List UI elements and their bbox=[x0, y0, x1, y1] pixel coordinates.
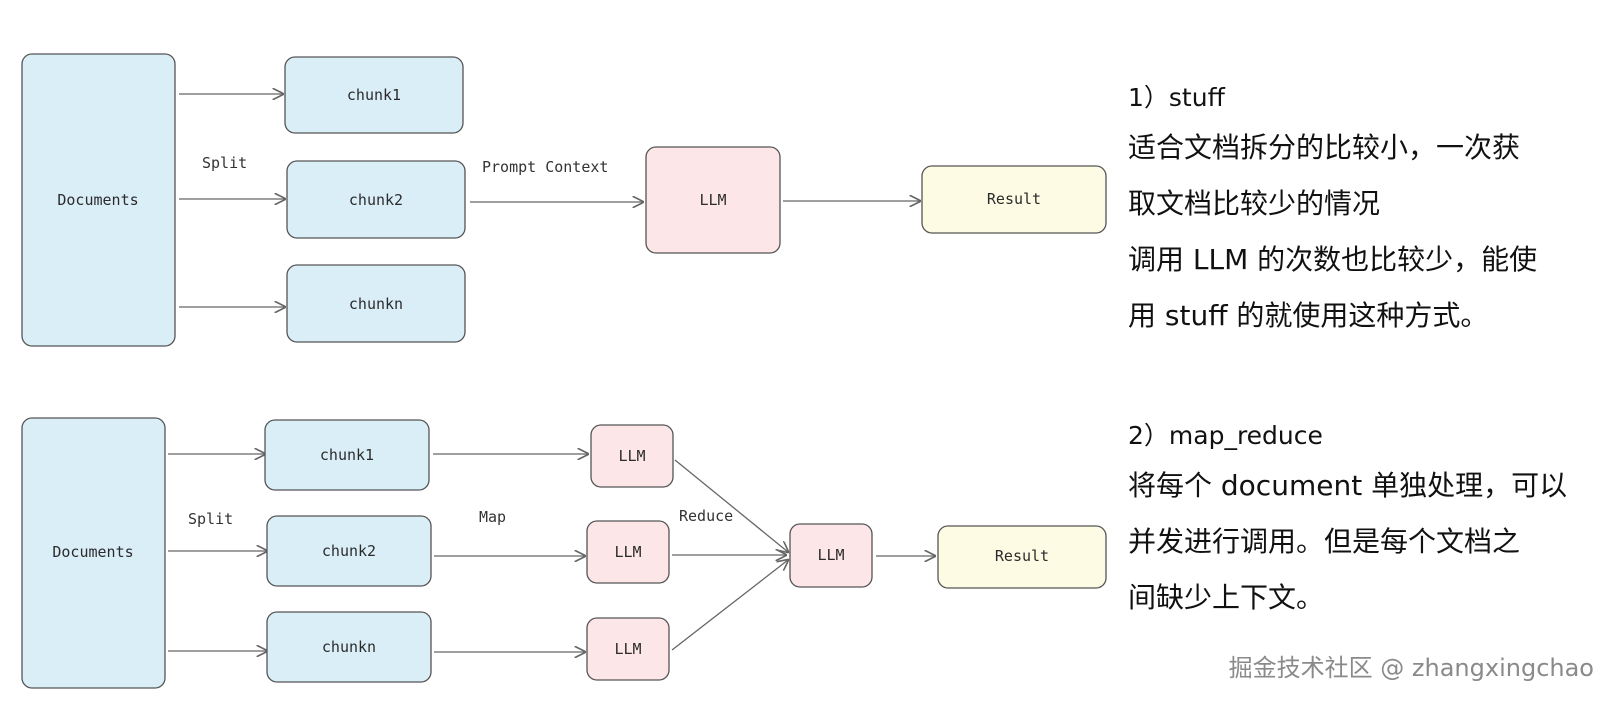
chunk-box-2-2 bbox=[266, 515, 432, 587]
reduce-llm-box bbox=[789, 523, 873, 588]
map-reduce-description: 2）map_reduce 将每个 document 单独处理，可以 并发进行调用… bbox=[1128, 414, 1598, 626]
map-llm-label-3: LLM bbox=[614, 640, 641, 658]
map-llm-label-2: LLM bbox=[614, 543, 641, 561]
chunk-box-1 bbox=[284, 56, 464, 134]
documents-label: Documents bbox=[57, 191, 138, 209]
map-llm-box-1 bbox=[590, 424, 674, 488]
documents-box bbox=[21, 53, 176, 347]
map-reduce-subdiagram: Documents Split chunk1 chunk2 chunkn Map… bbox=[21, 417, 1107, 689]
prompt-context-label: Prompt Context bbox=[482, 158, 608, 176]
stuff-heading: 1）stuff bbox=[1128, 83, 1225, 112]
documents-label-2: Documents bbox=[52, 543, 133, 561]
stuff-line-2: 取文档比较少的情况 bbox=[1128, 187, 1381, 220]
map-llm-label-1: LLM bbox=[618, 447, 645, 465]
stuff-line-1: 适合文档拆分的比较小，一次获 bbox=[1128, 131, 1521, 164]
chunk-label-2-n: chunkn bbox=[322, 638, 376, 656]
split-label-2: Split bbox=[188, 510, 233, 528]
chunk-label-2-1: chunk1 bbox=[320, 446, 374, 464]
stuff-line-4: 用 stuff 的就使用这种方式。 bbox=[1128, 299, 1489, 332]
chunk-label-1: chunk1 bbox=[347, 86, 401, 104]
llm-box bbox=[645, 146, 781, 254]
result-label: Result bbox=[987, 190, 1041, 208]
map-reduce-line-2: 并发进行调用。但是每个文档之 bbox=[1128, 525, 1521, 558]
stuff-body: 适合文档拆分的比较小，一次获 取文档比较少的情况 调用 LLM 的次数也比较少，… bbox=[1128, 120, 1598, 344]
stuff-description: 1）stuff 适合文档拆分的比较小，一次获 取文档比较少的情况 调用 LLM … bbox=[1128, 76, 1598, 344]
map-label: Map bbox=[479, 508, 506, 526]
reduce-arrow-3 bbox=[671, 560, 788, 651]
watermark: 掘金技术社区 @ zhangxingchao bbox=[1228, 654, 1594, 682]
split-label: Split bbox=[202, 154, 247, 172]
map-reduce-diagram: Documents Split chunk1 chunk2 chunkn Pro… bbox=[21, 53, 1107, 689]
map-llm-box-2 bbox=[586, 520, 670, 584]
map-reduce-heading: 2）map_reduce bbox=[1128, 421, 1323, 450]
stuff-diagram: Documents Split chunk1 chunk2 chunkn Pro… bbox=[21, 53, 1107, 347]
chunk-box-2-1 bbox=[264, 419, 430, 491]
chunk-label-n: chunkn bbox=[349, 295, 403, 313]
result-label-2: Result bbox=[995, 547, 1049, 565]
chunk-label-2: chunk2 bbox=[349, 191, 403, 209]
stuff-line-3: 调用 LLM 的次数也比较少，能使 bbox=[1128, 243, 1538, 276]
map-reduce-line-3: 间缺少上下文。 bbox=[1128, 581, 1325, 614]
documents-box-2 bbox=[21, 417, 166, 689]
map-reduce-line-1: 将每个 document 单独处理，可以 bbox=[1128, 469, 1568, 502]
chunk-box-2-n bbox=[266, 611, 432, 683]
map-reduce-body: 将每个 document 单独处理，可以 并发进行调用。但是每个文档之 间缺少上… bbox=[1128, 458, 1598, 626]
chunk-box-n bbox=[286, 264, 466, 343]
map-llm-box-3 bbox=[586, 617, 670, 681]
result-box bbox=[921, 165, 1107, 234]
reduce-label: Reduce bbox=[679, 507, 733, 525]
reduce-arrow-1 bbox=[674, 459, 788, 552]
chunk-box-2 bbox=[286, 160, 466, 239]
reduce-llm-label: LLM bbox=[817, 546, 844, 564]
result-box-2 bbox=[937, 525, 1107, 589]
chunk-label-2-2: chunk2 bbox=[322, 542, 376, 560]
llm-label: LLM bbox=[699, 191, 726, 209]
